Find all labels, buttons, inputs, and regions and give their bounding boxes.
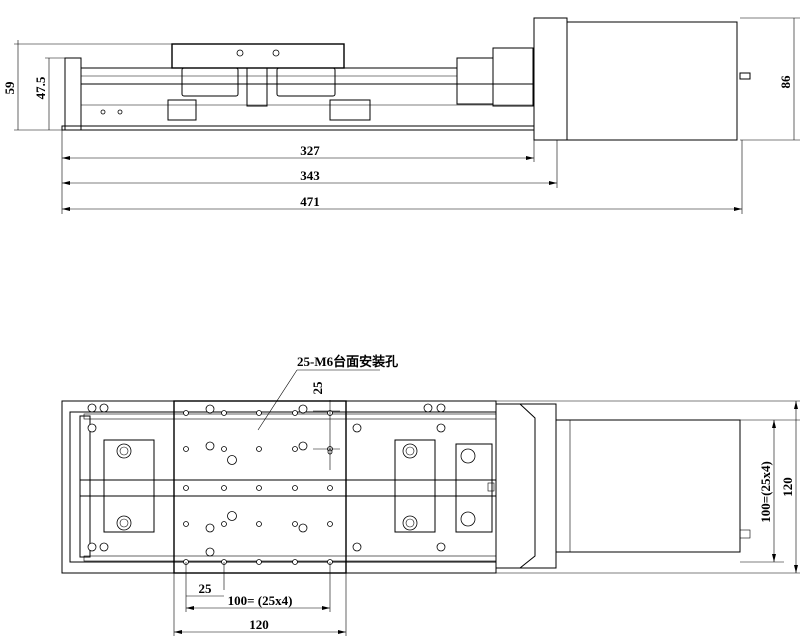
mounting-hole-grid	[183, 404, 333, 565]
dim-hole-span-vertical: 100=(25x4)	[758, 461, 773, 523]
dim-86: 86	[778, 75, 793, 89]
dim-table-width: 120	[249, 617, 269, 632]
dim-hole-span: 100= (25x4)	[228, 593, 293, 608]
top-view: 25-M6台面安装孔 25 25 100= (25x4) 120 100=(25…	[61, 354, 800, 636]
mounting-hole-note: 25-M6台面安装孔	[297, 354, 398, 369]
dim-327: 327	[300, 143, 320, 158]
dim-pitch-vertical: 25	[310, 381, 325, 395]
dim-47-5: 47.5	[33, 76, 48, 99]
dim-343: 343	[300, 168, 320, 183]
dim-471: 471	[300, 194, 320, 209]
dim-pitch-horizontal: 25	[199, 581, 213, 596]
side-view: 59 47.5 86 327 343 471	[2, 17, 800, 214]
dim-59: 59	[2, 81, 17, 95]
dim-body-width: 120	[780, 477, 795, 497]
